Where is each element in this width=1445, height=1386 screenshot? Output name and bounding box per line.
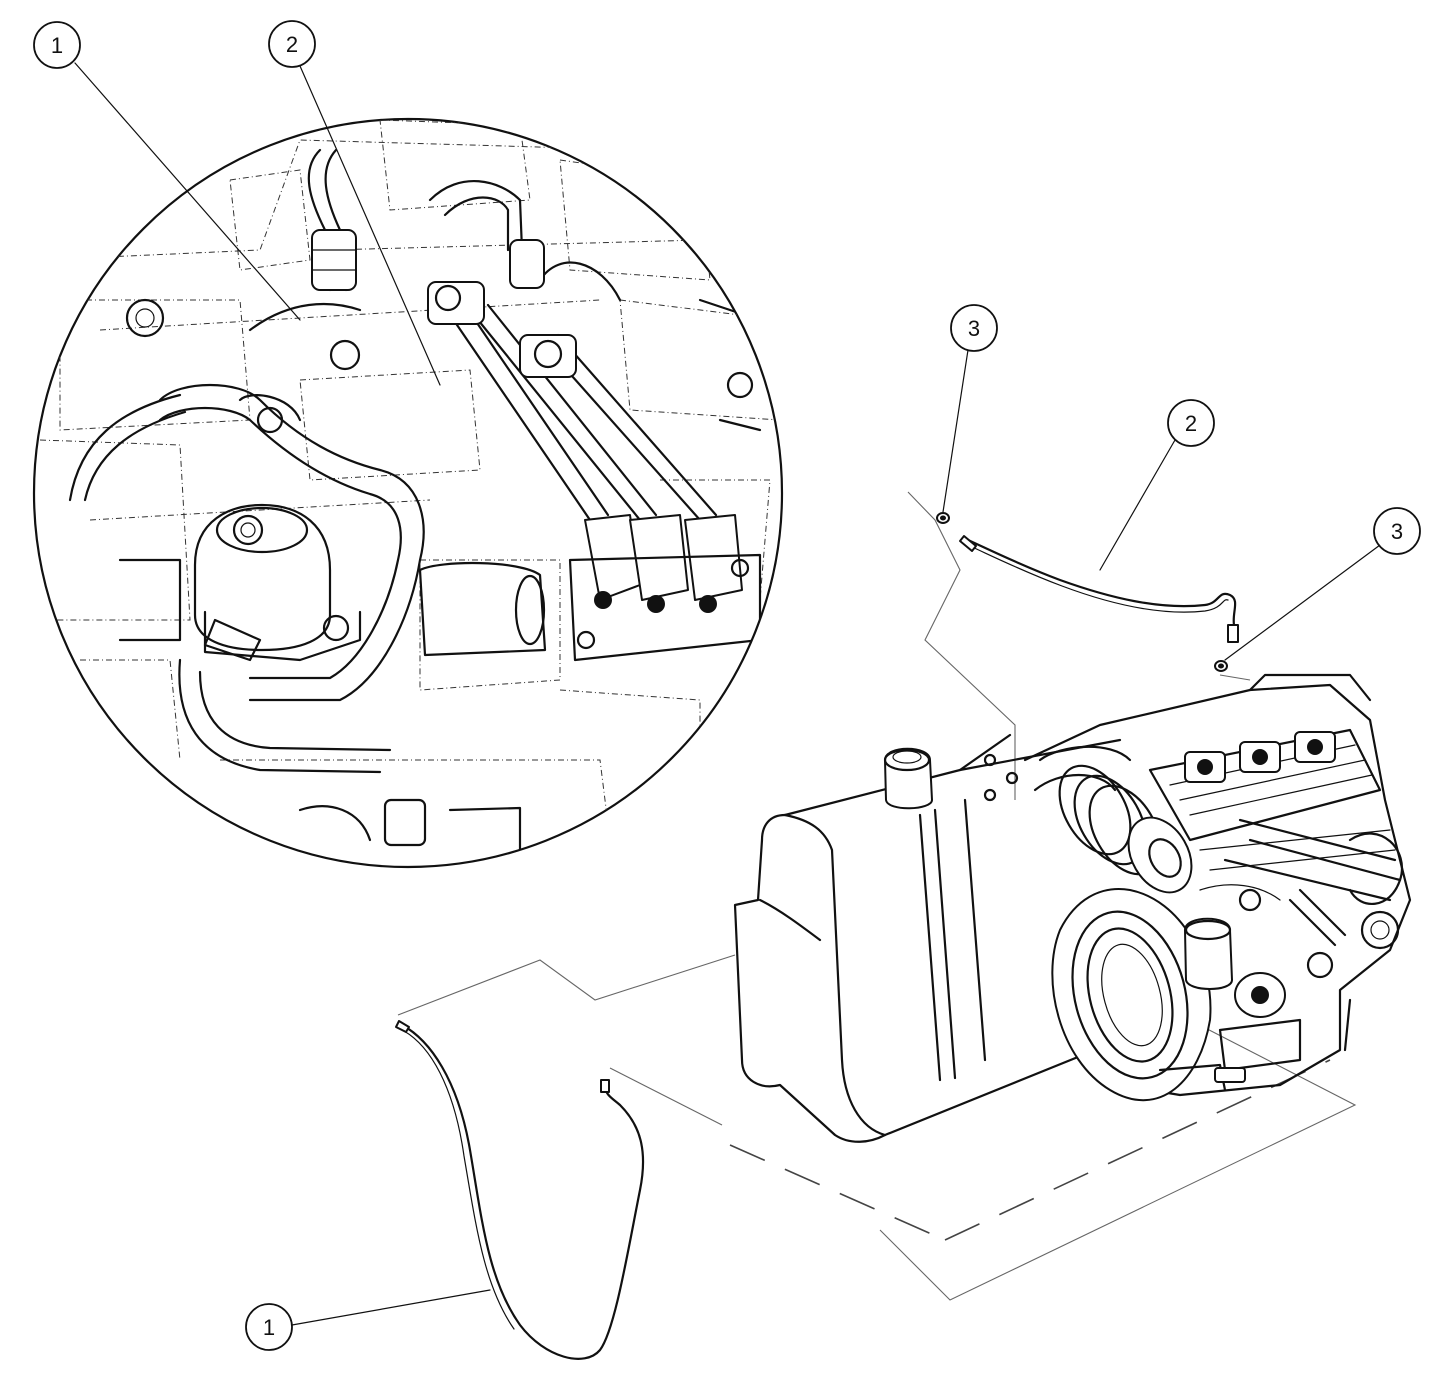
injector-lines: [68, 148, 718, 522]
detail-view-circle: [32, 117, 784, 869]
callout-label: 1: [51, 33, 63, 58]
phantom-leader-lines: [397, 491, 1357, 1301]
callout-label: 2: [1185, 411, 1197, 436]
engine-misc-parts: [118, 298, 762, 862]
dashed-centerline: [729, 1059, 1331, 1241]
callout-label: 1: [263, 1315, 275, 1340]
fuel-tank: [733, 733, 1122, 1143]
air-cleaner: [1058, 764, 1193, 894]
callout-label: 2: [286, 32, 298, 57]
callout-3-upper: 3: [950, 304, 998, 352]
clamp-part-3: [936, 512, 1228, 672]
engine-top-detail: [1148, 728, 1403, 950]
callout-1-assembly: 1: [245, 1303, 293, 1351]
fuel-hose-loop: [158, 384, 425, 702]
callout-2-detail: 2: [268, 20, 316, 68]
fuel-filter-assembly: [178, 503, 392, 774]
engine-block-hidden-lines: [39, 119, 781, 841]
callout-leaders: [74, 62, 1381, 1326]
injector-fittings: [311, 229, 762, 662]
callout-label: 3: [1391, 519, 1403, 544]
callout-1-detail: 1: [33, 21, 81, 69]
callout-2-assembly: 2: [1167, 399, 1215, 447]
fuel-line-part-2: [959, 535, 1239, 643]
callout-label: 3: [968, 316, 980, 341]
engine-assembly: [1023, 673, 1412, 1102]
callout-3-right: 3: [1373, 507, 1421, 555]
fuel-line-part-1: [395, 1020, 645, 1360]
